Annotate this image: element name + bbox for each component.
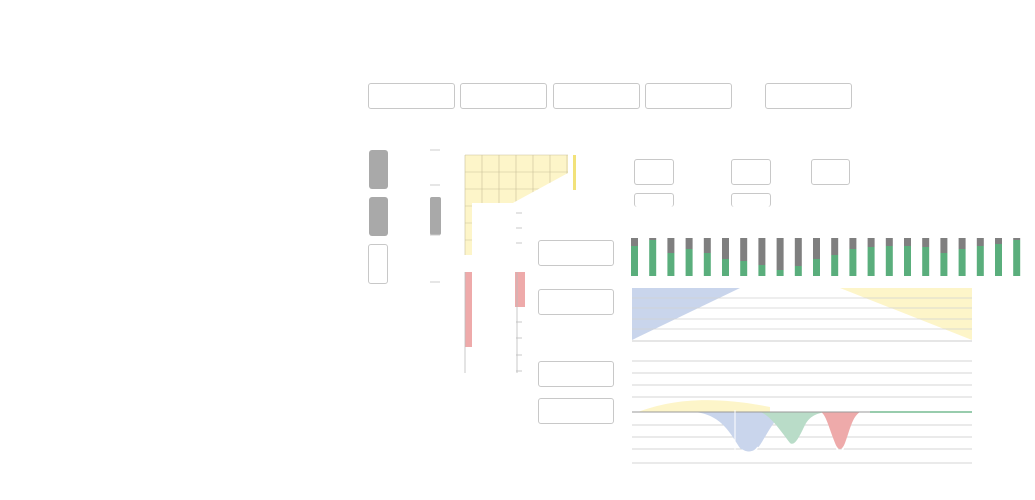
area-yellow bbox=[840, 288, 972, 340]
stacked-bar-chart bbox=[631, 238, 1021, 276]
toggle-knob[interactable] bbox=[430, 197, 441, 235]
bar-gray-1 bbox=[631, 238, 638, 246]
toolbar-button-3[interactable] bbox=[553, 83, 640, 109]
toolbar-button-1[interactable] bbox=[368, 83, 455, 109]
bar-green-1 bbox=[631, 246, 638, 276]
bar-gray-22 bbox=[1013, 238, 1021, 240]
bar-gray-17 bbox=[922, 238, 930, 247]
density-green bbox=[760, 412, 830, 444]
bar-gray-12 bbox=[831, 238, 839, 255]
bar-gray-7 bbox=[740, 238, 748, 261]
side-panel-item-2[interactable] bbox=[538, 289, 614, 315]
thumb-red bbox=[465, 272, 472, 347]
density-chart bbox=[632, 360, 972, 464]
bar-green-2 bbox=[649, 240, 657, 276]
side-panel-item-1[interactable] bbox=[538, 240, 614, 266]
bar-gray-10 bbox=[794, 238, 802, 266]
bar-green-11 bbox=[813, 259, 820, 276]
bar-green-9 bbox=[776, 270, 784, 276]
toolbar-button-2[interactable] bbox=[460, 83, 547, 109]
bar-gray-5 bbox=[703, 238, 711, 253]
bar-gray-4 bbox=[685, 238, 693, 249]
density-red bbox=[820, 412, 860, 449]
bar-gray-18 bbox=[940, 238, 948, 253]
density-yellow bbox=[638, 400, 770, 412]
bar-gray-21 bbox=[995, 238, 1002, 244]
bar-gray-13 bbox=[849, 238, 857, 249]
option-button-2[interactable] bbox=[731, 159, 771, 185]
bar-gray-6 bbox=[722, 238, 729, 259]
bar-green-14 bbox=[867, 247, 875, 276]
option-button-4[interactable] bbox=[634, 193, 674, 207]
preview-thumbnails bbox=[430, 149, 576, 373]
bar-gray-16 bbox=[904, 238, 911, 246]
side-panel-item-4[interactable] bbox=[538, 398, 614, 424]
toggle-2[interactable] bbox=[369, 197, 388, 236]
bar-green-13 bbox=[849, 249, 857, 276]
option-button-5[interactable] bbox=[731, 193, 771, 207]
bar-green-3 bbox=[667, 253, 675, 276]
toggle-3[interactable] bbox=[368, 244, 388, 284]
bar-green-10 bbox=[794, 266, 802, 276]
area-blue bbox=[632, 288, 740, 340]
bar-green-8 bbox=[758, 265, 766, 276]
bar-gray-19 bbox=[958, 238, 966, 249]
bar-green-18 bbox=[940, 253, 948, 276]
density-blue bbox=[690, 412, 790, 452]
option-button-3[interactable] bbox=[811, 159, 850, 185]
bar-gray-14 bbox=[867, 238, 875, 247]
bar-gray-15 bbox=[885, 238, 893, 246]
bar-gray-9 bbox=[776, 238, 784, 270]
bar-green-19 bbox=[958, 249, 966, 276]
bar-green-16 bbox=[904, 246, 911, 276]
bar-green-15 bbox=[885, 246, 893, 276]
bar-green-17 bbox=[922, 247, 930, 276]
bar-green-20 bbox=[976, 246, 984, 276]
toolbar-button-4[interactable] bbox=[645, 83, 732, 109]
side-panel-item-3[interactable] bbox=[538, 361, 614, 387]
toggle-1[interactable] bbox=[369, 150, 388, 189]
bar-green-12 bbox=[831, 255, 839, 276]
bar-green-21 bbox=[995, 244, 1002, 276]
bar-green-4 bbox=[685, 249, 693, 276]
bar-green-22 bbox=[1013, 240, 1021, 276]
toolbar-button-5[interactable] bbox=[765, 83, 852, 109]
bar-gray-8 bbox=[758, 238, 766, 265]
bar-gray-20 bbox=[976, 238, 984, 246]
bar-green-6 bbox=[722, 259, 729, 276]
option-button-1[interactable] bbox=[634, 159, 674, 185]
bar-green-7 bbox=[740, 261, 748, 276]
bar-gray-3 bbox=[667, 238, 675, 253]
bar-gray-2 bbox=[649, 238, 657, 240]
area-chart-top bbox=[632, 288, 972, 342]
bar-gray-11 bbox=[813, 238, 820, 259]
bar-green-5 bbox=[703, 253, 711, 276]
